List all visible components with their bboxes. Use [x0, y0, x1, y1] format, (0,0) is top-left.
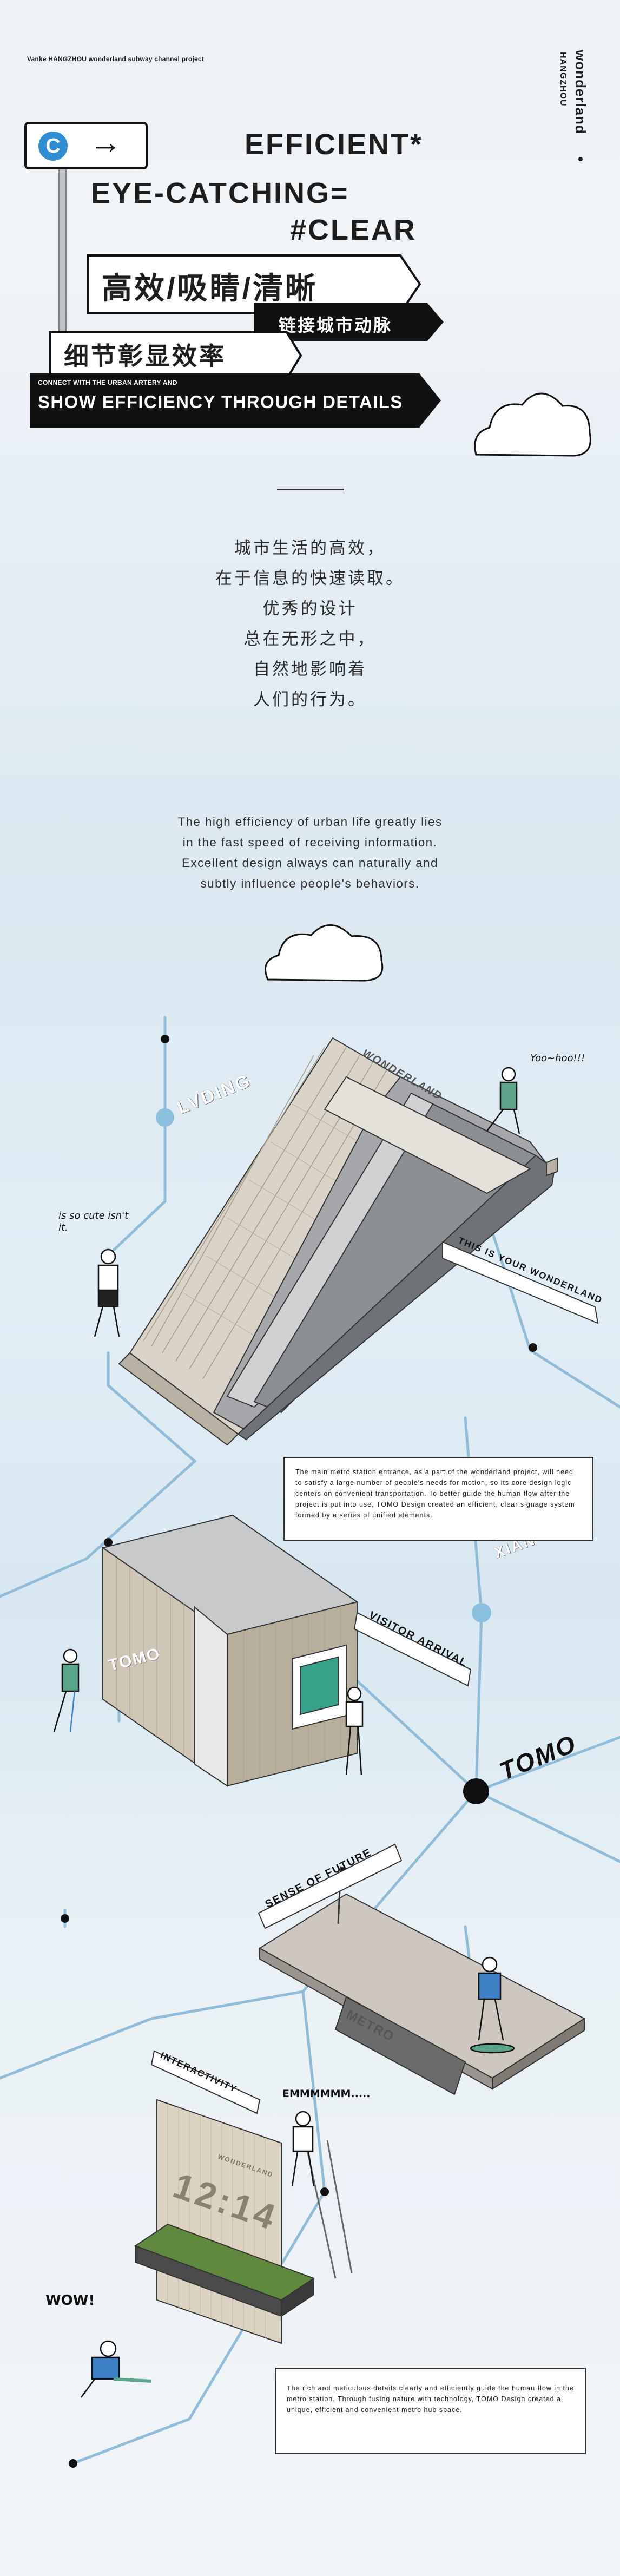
label-tags — [150, 1241, 599, 2114]
intro-cn-line: 城市生活的高效， — [234, 538, 386, 557]
brand-name: wonderland — [572, 50, 589, 134]
headline-line-3: #CLEAR — [290, 214, 417, 246]
intro-cn-line: 总在无形之中， — [243, 629, 377, 648]
cloud-icon — [265, 924, 384, 982]
metro-bench — [259, 1866, 585, 2095]
info-box-details: The rich and meticulous details clearly … — [275, 2368, 586, 2454]
clock-wall — [134, 2099, 353, 2344]
banner-frame — [30, 373, 441, 428]
person-figure — [486, 1067, 520, 1134]
tomo-kiosk — [101, 1514, 359, 1787]
info-box-entrance: The main metro station entrance, as a pa… — [283, 1457, 593, 1541]
intro-en-line: subtly influence people's behaviors. — [200, 877, 420, 890]
divider — [277, 489, 344, 490]
chinese-sign-frame — [87, 254, 421, 314]
headline-line-2: EYE-CATCHING= — [91, 177, 349, 209]
person-figure — [94, 1248, 120, 1337]
speech-wow: WOW! — [45, 2292, 95, 2309]
brand-city: HANGZHOU — [558, 52, 568, 107]
chinese-sign-frame-2 — [49, 331, 302, 380]
line-c-badge: C — [38, 132, 68, 161]
black-tag-frame — [254, 303, 444, 341]
project-title: Vanke HANGZHOU wonderland subway channel… — [27, 55, 204, 63]
chinese-headline: 高效/吸睛/清晰 — [102, 271, 318, 305]
intro-en-line: The high efficiency of urban life greatl… — [177, 815, 443, 829]
speech-cute: is so cute isn't it. — [58, 1210, 129, 1233]
brand-dot — [578, 157, 583, 161]
person-figure — [470, 1956, 515, 2054]
person-figure — [53, 1648, 80, 1732]
intro-chinese: 城市生活的高效， 在于信息的快速读取。 优秀的设计 总在无形之中， 自然地影响着… — [0, 533, 620, 715]
intro-cn-line: 优秀的设计 — [262, 599, 358, 618]
headline-line-1: EFFICIENT* — [245, 128, 424, 161]
intro-cn-line: 自然地影响着 — [253, 660, 367, 679]
speech-yoohoo: Yoo~hoo!!! — [530, 1053, 585, 1064]
arrow-right-icon: → — [89, 124, 122, 160]
chinese-tag: 链接城市动脉 — [279, 316, 393, 335]
banner-headline: SHOW EFFICIENCY THROUGH DETAILS — [38, 392, 403, 412]
person-figure — [80, 2340, 152, 2398]
intro-cn-line: 人们的行为。 — [253, 690, 367, 709]
intro-en-line: Excellent design always can naturally an… — [182, 856, 438, 870]
chinese-subheadline: 细节彰显效率 — [64, 342, 226, 370]
banner-small-text: CONNECT WITH THE URBAN ARTERY AND — [38, 379, 177, 386]
speech-emm: EMMMMMM..... — [282, 2088, 371, 2100]
escalator-staircase — [118, 1037, 558, 1446]
direction-sign: C → — [24, 122, 148, 169]
intro-cn-line: 在于信息的快速读取。 — [215, 569, 405, 588]
intro-english: The high efficiency of urban life greatl… — [0, 812, 620, 894]
person-figure — [291, 2111, 315, 2187]
person-figure — [345, 1686, 364, 1776]
intro-en-line: in the fast speed of receiving informati… — [182, 836, 438, 849]
cloud-icon — [474, 392, 591, 457]
